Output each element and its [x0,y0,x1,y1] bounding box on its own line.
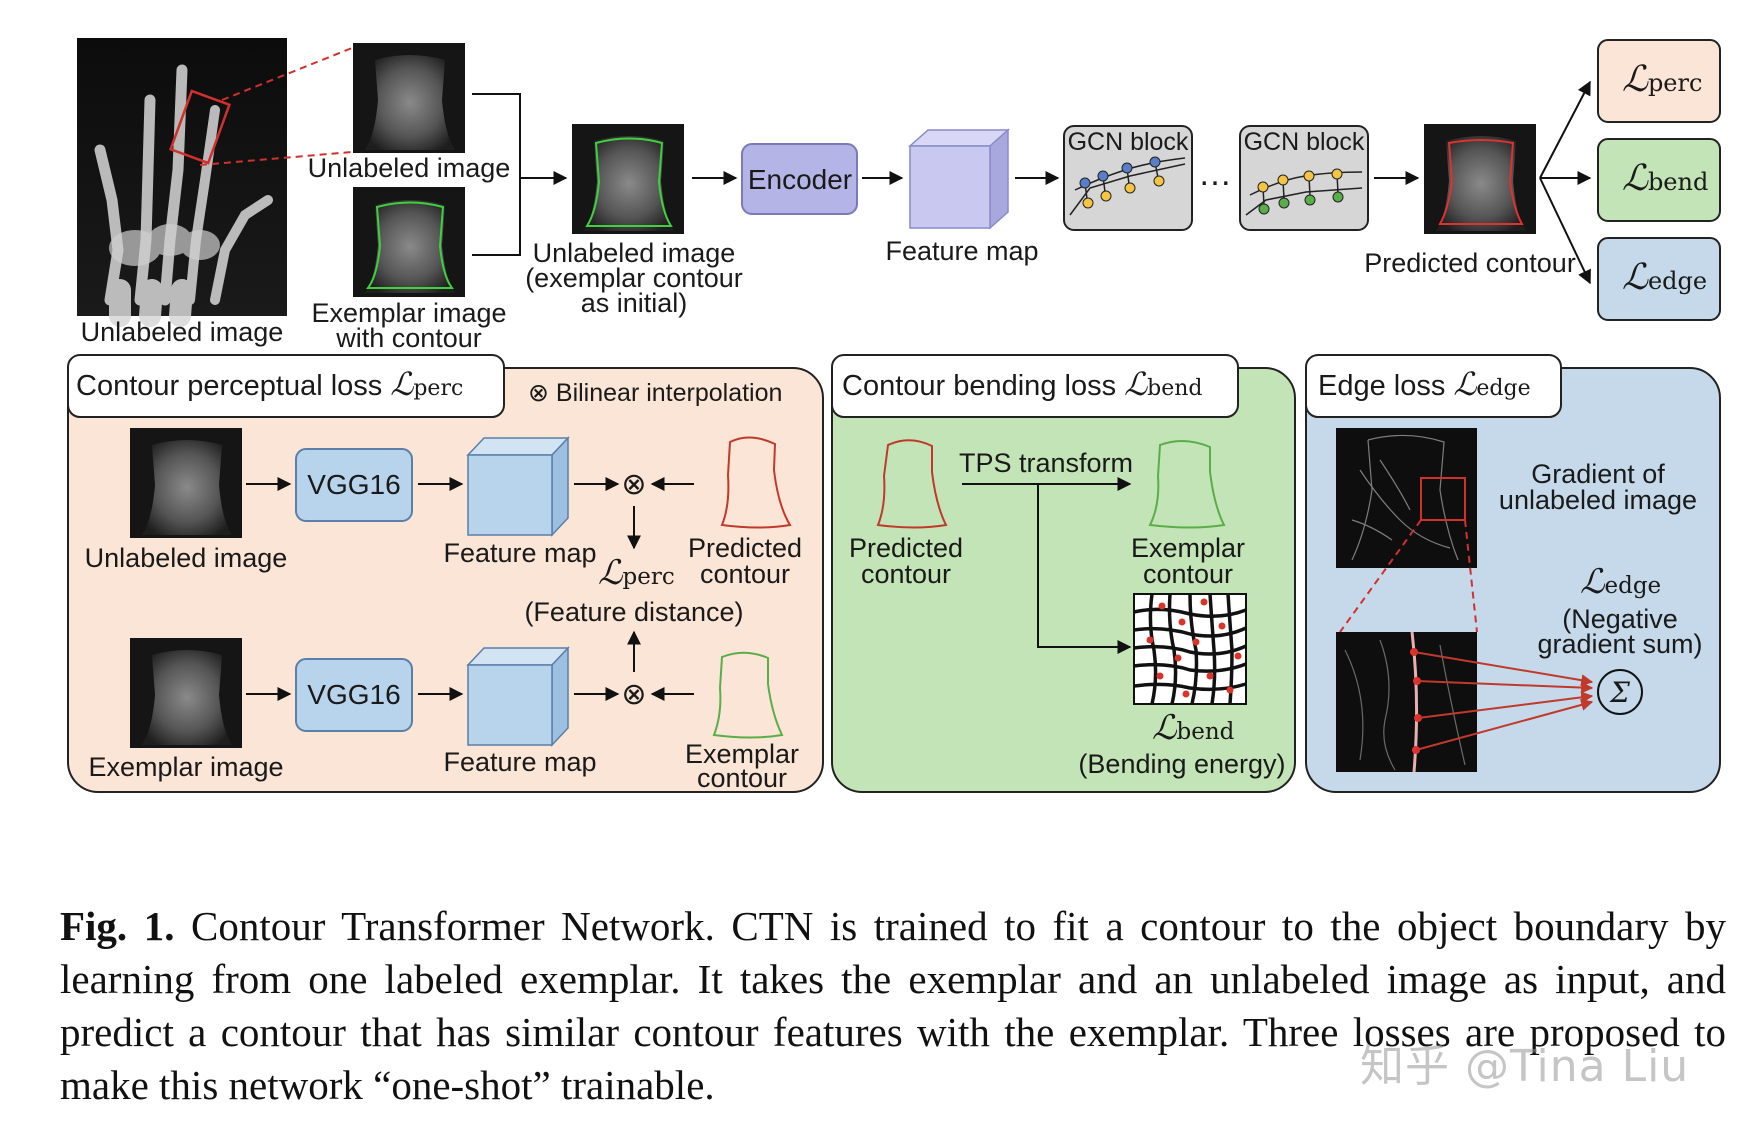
bend-loss-symbol: ℒbend [1152,708,1235,748]
initial-line3: as initial) [581,288,688,318]
encoder-label: Encoder [748,164,852,195]
tps-warped-grid [1133,593,1247,705]
unlabeled-crop-image [353,43,465,153]
otimes-1: ⊗ [621,468,646,501]
caption-fig-label: Fig. 1. [60,903,175,949]
hand-xray-image [77,38,287,327]
edge-loss-symbol: ℒedge [1580,562,1661,602]
predicted-contour-image [1424,124,1536,234]
zoomed-gradient-image [1336,631,1477,773]
bend-predicted-line2: contour [861,559,951,589]
perc-unlabeled-label: Unlabeled image [85,543,288,573]
exemplar-line1: Exemplar image [311,298,506,328]
loss-edge-box [1597,237,1721,321]
bend-exemplar-line1: Exemplar [1131,533,1245,563]
initial-line1: Unlabeled image [533,238,736,268]
gradient-line2: unlabeled image [1499,485,1697,515]
bend-predicted-contour-shape [876,439,948,529]
perc-exemplar-image [130,638,242,748]
perc-exemplar-line2: contour [697,763,787,793]
figure-caption: Fig. 1. Contour Transformer Network. CTN… [60,900,1726,1112]
neg-line1: (Negative [1562,604,1678,634]
bending-energy-label: (Bending energy) [1078,749,1285,779]
watermark: 知乎 @Tina Liu [1360,1041,1690,1092]
otimes-2: ⊗ [621,678,646,711]
perc-exemplar-contour-shape [712,651,784,739]
perc-exemplar-label: Exemplar image [88,752,283,782]
perc-exemplar-line1: Exemplar [685,739,799,769]
loss-perc-box [1597,39,1721,123]
gcn-block-2 [1239,125,1369,231]
feature-map-cube [908,128,1010,230]
loss-perc-symbol: ℒperc [1622,59,1702,100]
perc-loss-symbol: ℒperc [598,553,675,593]
gradient-line1: Gradient of [1531,459,1665,489]
gradient-image [1336,428,1477,568]
perc-feature-cube-2 [466,646,570,747]
bend-predicted-line1: Predicted [849,533,963,563]
gcn-block-1 [1063,125,1193,231]
crop-label: Unlabeled image [308,153,511,183]
vgg16-box-2 [295,658,413,732]
loss-bend-symbol: ℒbend [1622,158,1708,199]
edge-title-box [1305,354,1562,418]
bend-exemplar-contour-shape [1148,440,1226,529]
tps-label: TPS transform [959,448,1133,478]
feature-distance-label: (Feature distance) [524,597,743,627]
perc-predicted-contour-shape [720,436,792,529]
perc-feature-cube-1 [466,436,570,537]
vgg16-label-2: VGG16 [307,679,400,710]
bend-exemplar-line2: contour [1143,559,1233,589]
gcn-block-label-2: GCN block [1244,128,1365,156]
neg-line2: gradient sum) [1537,629,1702,659]
initial-contour-image [572,124,684,234]
loss-edge-symbol: ℒedge [1622,257,1707,298]
initial-line2: (exemplar contour [525,263,743,293]
perc-predicted-line1: Predicted [688,533,802,563]
sum-node [1597,669,1643,715]
perc-title-box [67,354,505,418]
encoder-box [741,143,858,215]
vgg16-box-1 [295,448,413,522]
predicted-contour-label: Predicted contour [1364,248,1576,278]
vgg16-label-1: VGG16 [307,469,400,500]
perc-feature-label-1: Feature map [443,538,596,568]
bend-title-box [831,354,1239,418]
exemplar-line2: with contour [335,323,482,353]
loss-bend-box [1597,138,1721,222]
caption-text: Contour Transformer Network. CTN is trai… [60,903,1727,1108]
exemplar-with-contour-image [353,187,465,297]
gcn-block-label-1: GCN block [1068,128,1189,156]
perc-unlabeled-image [130,428,242,538]
bilinear-note: ⊗ Bilinear interpolation [528,379,782,407]
ellipsis: … [1198,155,1232,193]
perc-predicted-line2: contour [700,559,790,589]
sum-symbol: Σ [1609,676,1630,709]
feature-map-label: Feature map [885,236,1038,266]
perc-feature-label-2: Feature map [443,747,596,777]
unlabeled-image-label: Unlabeled image [81,317,284,347]
